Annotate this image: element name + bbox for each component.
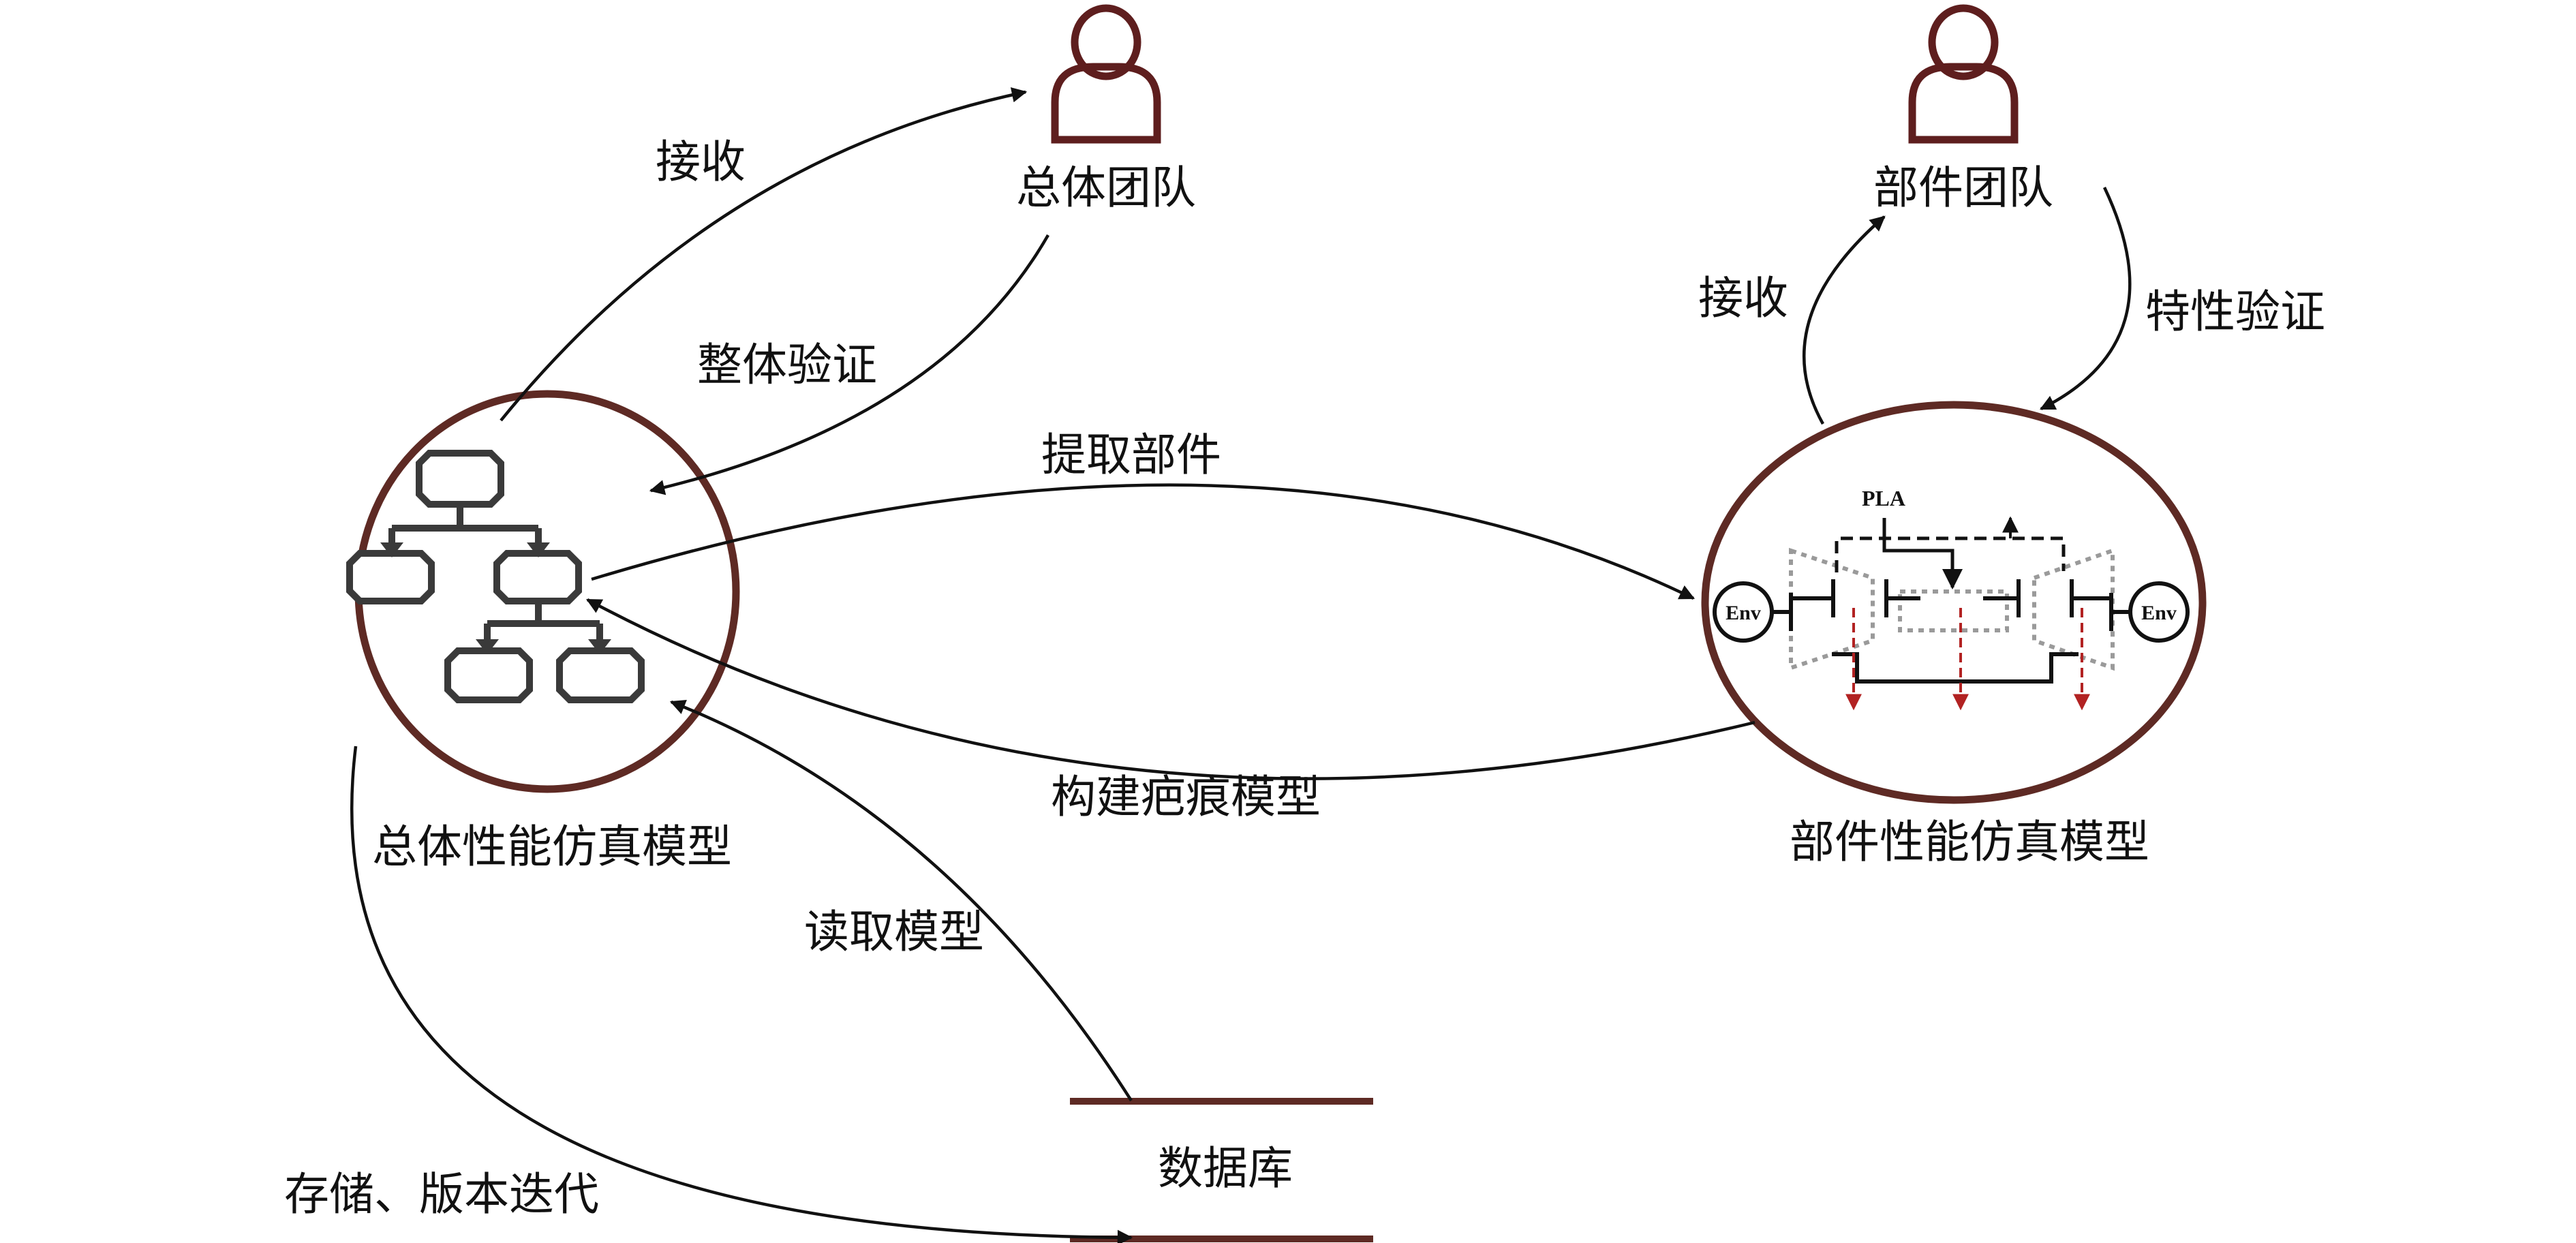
edge-extract-component-label: 提取部件 bbox=[1041, 429, 1221, 481]
edge-receive-overall bbox=[500, 87, 1028, 422]
edge-receive-component bbox=[1803, 215, 1886, 425]
pla-label: PLA bbox=[1862, 486, 1905, 510]
component-team-person-icon bbox=[1908, 4, 2019, 144]
overall-model-node bbox=[346, 390, 740, 793]
edge-read-model bbox=[669, 699, 1133, 1102]
edge-store-iterate bbox=[350, 746, 1133, 1243]
component-team-label: 部件团队 bbox=[1873, 162, 2053, 214]
component-model-label: 部件性能仿真模型 bbox=[1790, 816, 2149, 868]
edge-extract-component bbox=[591, 483, 1696, 600]
edge-overall-verify bbox=[649, 234, 1049, 495]
edge-store-iterate-label: 存储、版本迭代 bbox=[284, 1168, 599, 1221]
env-right-label: Env bbox=[2141, 602, 2177, 624]
engine-schematic: PLA Env Env bbox=[1713, 486, 2190, 711]
edge-property-verify bbox=[2039, 187, 2132, 411]
component-model-node: PLA Env Env bbox=[1701, 401, 2207, 804]
edge-build-scar-model bbox=[586, 598, 1755, 780]
flowchart-icon bbox=[346, 450, 645, 703]
overall-team-label: 总体团队 bbox=[1016, 162, 1196, 214]
edge-overall-verify-label: 整体验证 bbox=[697, 339, 877, 391]
edge-receive-overall-label: 接收 bbox=[656, 136, 746, 188]
database-label: 数据库 bbox=[1158, 1142, 1293, 1195]
edge-build-scar-model-label: 构建疤痕模型 bbox=[1051, 771, 1321, 823]
edge-property-verify-label: 特性验证 bbox=[2145, 286, 2325, 338]
edge-read-model-label: 读取模型 bbox=[804, 906, 984, 958]
edge-receive-component-label: 接收 bbox=[1698, 272, 1788, 324]
env-left-label: Env bbox=[1726, 602, 1761, 624]
overall-model-label: 总体性能仿真模型 bbox=[372, 820, 732, 873]
overall-team-person-icon bbox=[1051, 4, 1161, 144]
